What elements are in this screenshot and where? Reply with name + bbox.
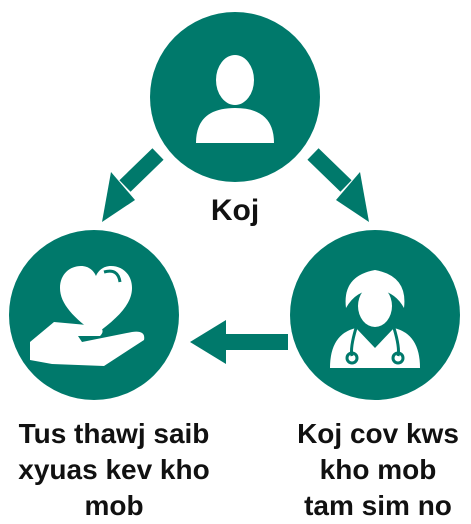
person-icon bbox=[196, 55, 274, 143]
heart-in-hand-icon bbox=[30, 266, 145, 366]
node-left bbox=[9, 230, 179, 400]
arrow-top-to-left bbox=[102, 148, 164, 222]
node-left-label: Tus thawj saib xyuas kev kho mob bbox=[18, 418, 210, 521]
doctor-icon bbox=[330, 270, 420, 368]
node-top-label: Koj bbox=[210, 194, 260, 227]
arrow-right-to-left bbox=[190, 320, 288, 364]
arrow-top-to-right bbox=[307, 148, 369, 222]
node-top bbox=[150, 12, 320, 182]
node-right bbox=[290, 230, 460, 400]
node-right-label: Koj cov kws kho mob tam sim no bbox=[297, 418, 459, 521]
